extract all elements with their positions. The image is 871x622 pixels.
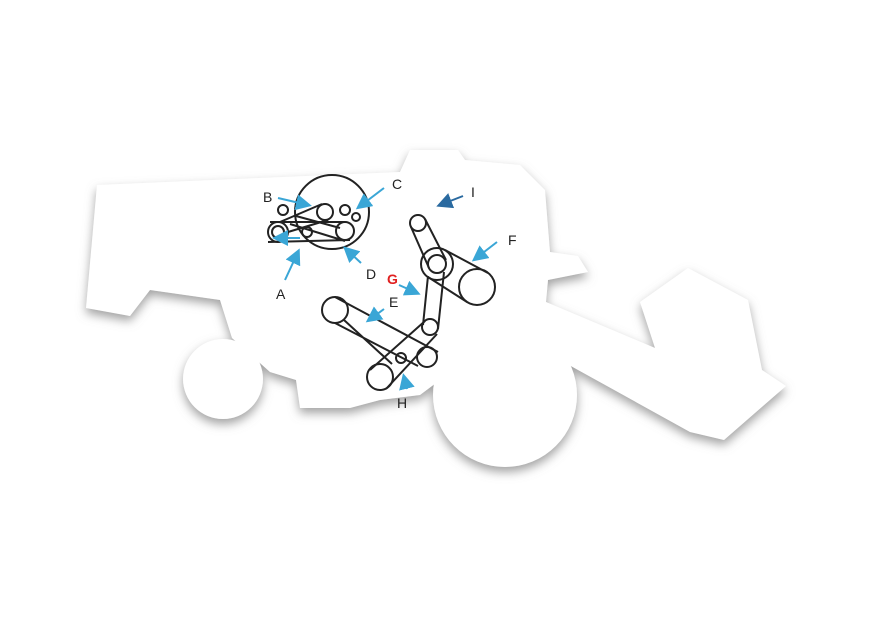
label-b: B [263, 189, 272, 205]
arrow-d [343, 246, 362, 264]
label-h: H [397, 395, 407, 411]
label-g: G [387, 271, 398, 287]
belt-drive-group-a-d [267, 174, 370, 250]
label-d: D [366, 266, 376, 282]
pointer-arrows [277, 187, 498, 391]
label-e: E [389, 294, 398, 310]
component-labels: B C I F A D G E H [263, 176, 517, 411]
arrow-e [365, 306, 385, 323]
arrow-c [355, 187, 385, 210]
arrow-b [277, 194, 312, 211]
rear-wheel [433, 323, 577, 467]
front-wheel [183, 339, 263, 419]
combine-silhouette [86, 150, 786, 467]
label-i: I [471, 184, 475, 200]
arrow-i [436, 193, 464, 209]
label-f: F [508, 232, 517, 248]
arrow-h [399, 373, 415, 391]
arrow-f [471, 241, 498, 262]
arrow-g [398, 280, 421, 296]
belt-drive-group-e-i [321, 214, 496, 391]
label-a: A [276, 286, 286, 302]
label-c: C [392, 176, 402, 192]
arrow-a [284, 248, 301, 281]
